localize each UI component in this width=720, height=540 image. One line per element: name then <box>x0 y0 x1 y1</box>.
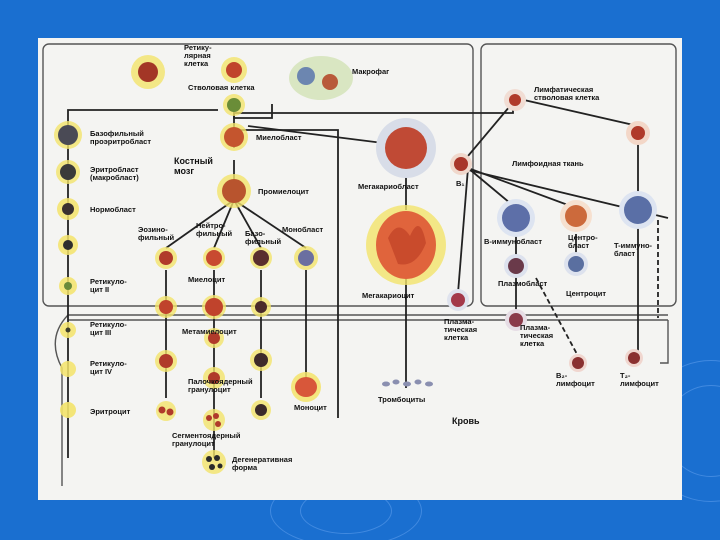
cell-group <box>54 55 657 474</box>
thrombocytes <box>382 379 433 387</box>
connector-line <box>467 105 511 157</box>
label-plasma-cell-1: Плазма- тическая клетка <box>444 317 478 342</box>
lymphoid-tissue-frame <box>480 43 677 307</box>
label-reticulocyte-2: Ретикуло- цит II <box>90 277 127 294</box>
label-neutrophilic: Нейтро- фильный <box>196 221 233 238</box>
connector-line <box>535 277 579 357</box>
diagram-graphics <box>42 43 677 486</box>
degenerative-form <box>202 450 226 474</box>
connector-line <box>67 109 218 130</box>
label-myeloblast: Миелобласт <box>256 133 302 142</box>
label-reticular-cell: Ретику- лярная клетка <box>184 43 212 68</box>
blood-frame <box>54 314 669 486</box>
erythrocyte <box>60 402 76 418</box>
label-megakaryocyte: Мегакариоцит <box>362 291 415 300</box>
segmented-neutro <box>203 409 225 431</box>
label-blood: Кровь <box>452 416 480 426</box>
label-basophilic: Базо- фильный <box>245 229 282 246</box>
label-centroblast: Центро- бласт <box>568 233 598 250</box>
label-reticulocyte-4: Ретикуло- цит IV <box>90 359 127 376</box>
label-erythrocyte: Эритроцит <box>90 407 131 416</box>
label-eosinophilic: Эозино- фильный <box>138 225 175 242</box>
label-bone-marrow: Костный мозг <box>174 156 213 176</box>
label-monoblast: Монобласт <box>282 225 324 234</box>
label-segmented-granulocyte: Сегментоядерный гранулоцит <box>172 431 241 448</box>
label-erythroblast: Эритробласт (макробласт) <box>90 165 139 182</box>
label-macrophage: Макрофаг <box>352 67 390 76</box>
label-proerythroblast: Базофильный проэритробласт <box>90 129 151 146</box>
label-centrocyte: Центроцит <box>566 289 607 298</box>
label-lymphoid-tissue: Лимфоидная ткань <box>512 159 584 168</box>
segmented-eo <box>156 401 176 421</box>
connector-line <box>234 100 514 114</box>
connector-line <box>233 199 262 249</box>
label-metamyelocyte: Метамиелоцит <box>182 327 237 336</box>
hematopoiesis-diagram: Ретику- лярная клетка Стволовая клетка М… <box>38 38 682 500</box>
label-lymph-stem-cell: Лимфатическая стволовая клетка <box>534 85 600 102</box>
label-megakaryoblast: Мегакариобласт <box>358 182 419 191</box>
label-myelocyte: Миелоцит <box>188 275 226 284</box>
label-b1: B₁ <box>456 179 465 188</box>
label-t-immunoblast: T-иммуно- бласт <box>614 241 653 258</box>
label-plasmoblast: Плазмобласт <box>498 279 548 288</box>
label-reticulocyte-3: Ретикуло- цит III <box>90 320 127 337</box>
label-b2-lymphocyte: B₂- лимфоцит <box>556 371 595 388</box>
macrophage <box>289 56 353 100</box>
connector-line <box>247 125 384 144</box>
label-t2-lymphocyte: T₂- лимфоцит <box>620 371 659 388</box>
label-monocyte: Моноцит <box>294 403 327 412</box>
connector-line <box>213 199 235 249</box>
label-degenerative-form: Дегенеративная форма <box>232 455 293 472</box>
label-plasma-cell-2: Плазма- тическая клетка <box>520 323 554 348</box>
label-b-immunoblast: B-иммунобласт <box>484 237 543 246</box>
connector-line <box>238 129 339 418</box>
connector-line <box>523 99 639 127</box>
label-thrombocytes: Тромбоциты <box>378 395 426 404</box>
connector-line <box>457 167 469 294</box>
label-stem-cell: Стволовая клетка <box>188 83 255 92</box>
connector-line <box>165 199 235 249</box>
label-band-granulocyte: Палочкоядерный гранулоцит <box>188 377 253 394</box>
connector-line <box>233 199 307 249</box>
reticulocyte-4 <box>60 361 76 377</box>
label-promyelocyte: Промиелоцит <box>258 187 309 196</box>
label-normoblast: Нормобласт <box>90 205 136 214</box>
